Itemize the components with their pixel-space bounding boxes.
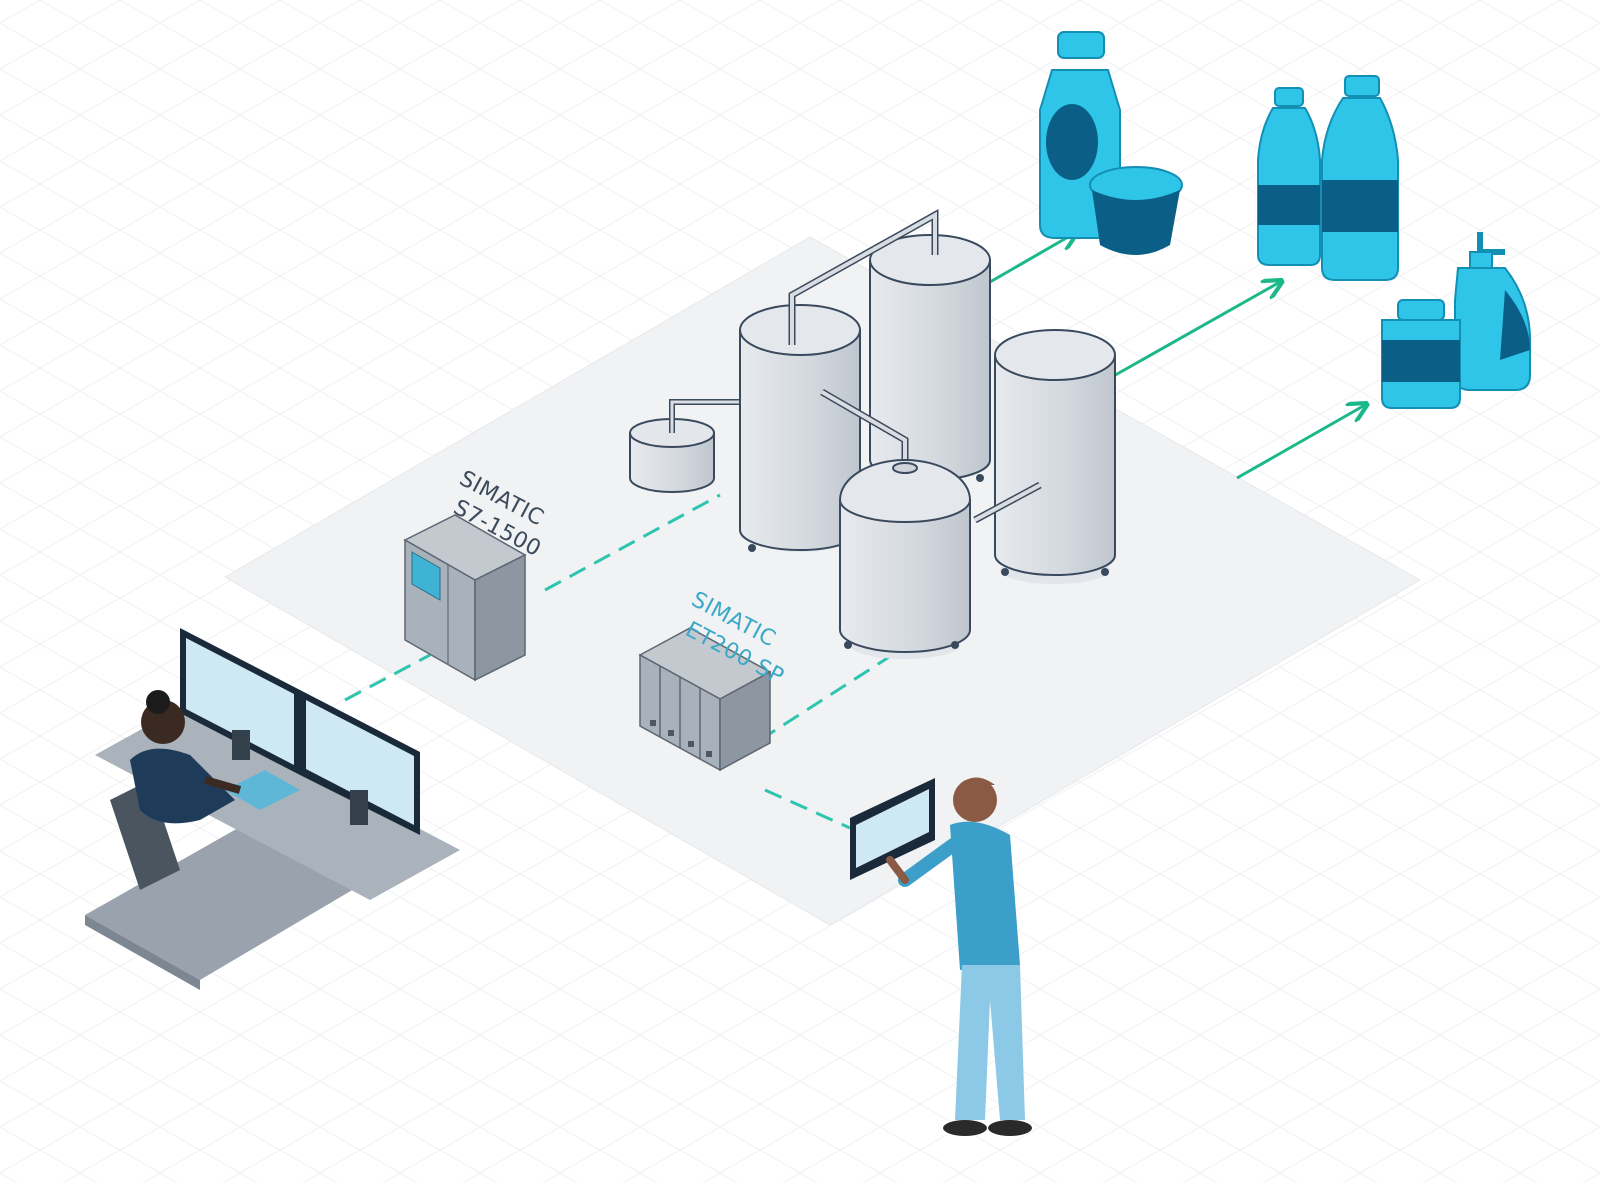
- bottle-icon: [1321, 75, 1399, 281]
- tank-icon: [629, 399, 740, 493]
- monitor-icon: [180, 628, 300, 775]
- flow-arrow-jars: [1236, 405, 1365, 480]
- operator-workstation: [85, 628, 460, 990]
- network-links: [344, 493, 901, 830]
- flow-arrow-cups: [989, 233, 1075, 284]
- cup-icon: [1089, 166, 1183, 255]
- operator-seated: [110, 690, 242, 890]
- pump-bottle-icon: [1454, 232, 1531, 391]
- flow-arrow-bottles: [1109, 282, 1280, 380]
- bottle-icon: [1257, 87, 1321, 266]
- operator-standing: [850, 777, 1032, 1136]
- monitor-icon: [300, 690, 420, 835]
- tank-icon: [869, 234, 991, 482]
- tank-icon: [838, 459, 972, 659]
- jar-icon: [1381, 299, 1461, 409]
- plc-cabinet: [403, 514, 527, 682]
- tank-icon: [739, 304, 861, 552]
- tank-icon: [973, 329, 1116, 584]
- io-station: [638, 627, 772, 772]
- factory-floor: [224, 236, 1422, 926]
- keyboard: [225, 770, 300, 810]
